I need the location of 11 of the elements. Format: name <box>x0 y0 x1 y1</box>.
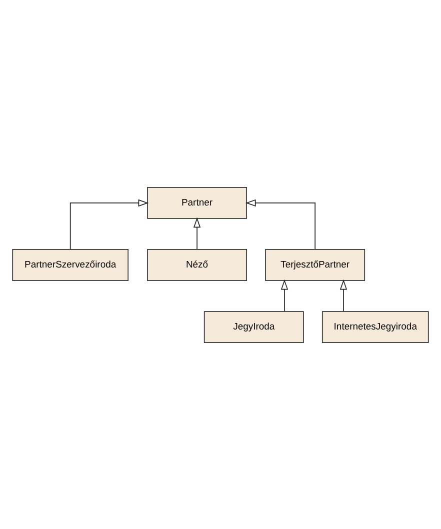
node-box: Partner <box>147 186 247 218</box>
node-box: TerjesztőPartner <box>265 248 366 280</box>
node-box: Néző <box>147 248 247 280</box>
arrow <box>340 278 348 312</box>
node-box: PartnerSzervezőiroda <box>12 248 129 280</box>
arrow <box>70 198 149 250</box>
node-box: InternetesJegyiroda <box>322 310 429 342</box>
arrow <box>193 216 201 250</box>
arrow <box>245 198 316 250</box>
node-box: JegyIroda <box>204 310 304 342</box>
arrow <box>280 278 288 312</box>
